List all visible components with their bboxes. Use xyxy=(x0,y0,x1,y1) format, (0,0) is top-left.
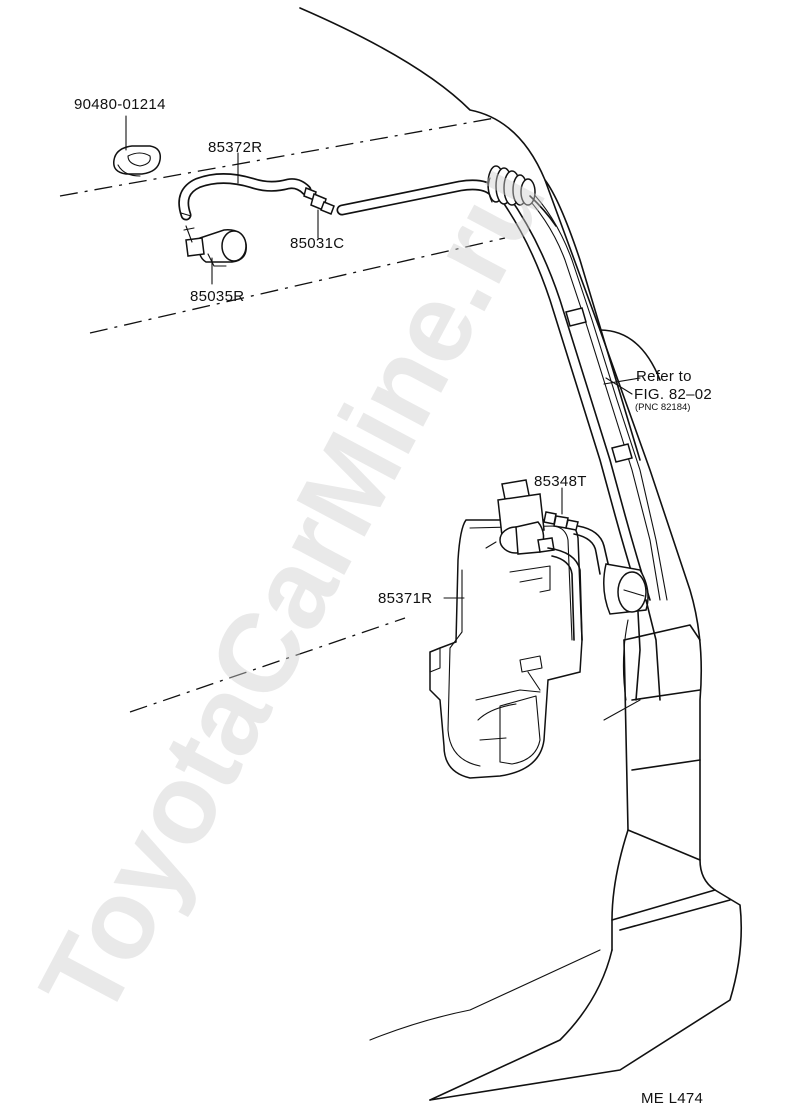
hose-85348T[interactable] xyxy=(543,511,611,641)
drawing-code: ME L474 xyxy=(641,1090,703,1107)
reference-line2[interactable]: FIG. 82–02 xyxy=(634,386,712,403)
reference-pnc: (PNC 82184) xyxy=(635,402,690,413)
washer-tank-85371R[interactable] xyxy=(429,519,583,779)
label-90480-01214[interactable]: 90480-01214 xyxy=(74,96,166,113)
center-lines xyxy=(59,117,506,713)
leader-lines xyxy=(125,115,633,599)
hose-85372R[interactable] xyxy=(178,173,312,221)
hinge-grommet xyxy=(487,165,557,227)
label-85031C[interactable]: 85031C xyxy=(290,235,344,252)
part-labels: 90480-01214 85372R 85031C 85035R 85348T … xyxy=(74,96,712,1107)
label-85371R[interactable]: 85371R xyxy=(378,590,432,607)
washer-tube-main[interactable] xyxy=(336,179,668,601)
label-85372R[interactable]: 85372R xyxy=(208,139,262,156)
washer-pump xyxy=(485,479,555,555)
nozzle-85035R[interactable] xyxy=(183,225,247,267)
filler-neck xyxy=(603,563,661,721)
connector-85031C[interactable] xyxy=(303,186,335,215)
reference-line1: Refer to xyxy=(636,368,692,385)
grommet-90480-01214[interactable] xyxy=(113,145,162,177)
label-85348T[interactable]: 85348T xyxy=(534,473,587,490)
vehicle-body-outline xyxy=(299,7,743,1101)
label-85035R[interactable]: 85035R xyxy=(190,288,244,305)
